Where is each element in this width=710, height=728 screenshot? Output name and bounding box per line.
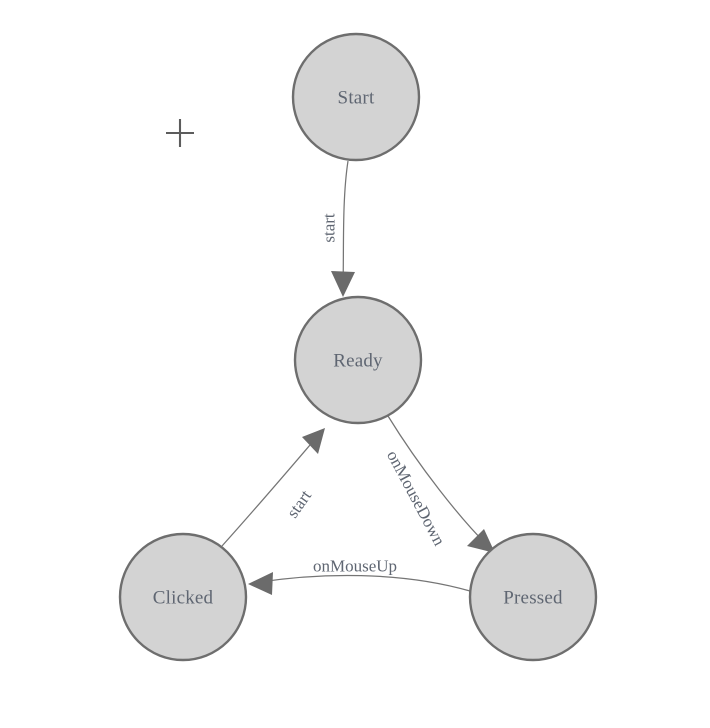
node-label: Start [338, 88, 375, 109]
node-start[interactable]: Start [291, 32, 421, 162]
edge-ready-to-pressed[interactable]: onMouseDown [383, 415, 495, 553]
crosshair-icon[interactable] [166, 119, 194, 147]
node-shape[interactable] [293, 295, 423, 425]
edge-label-onmousedown: onMouseDown [383, 447, 449, 549]
arrowhead-icon [302, 428, 325, 454]
node-ready[interactable]: Ready [293, 295, 423, 425]
nodes-layer: Start Ready Clicked Pressed [118, 32, 598, 662]
edge-start-to-ready[interactable]: start [320, 160, 356, 297]
node-clicked[interactable]: Clicked [118, 532, 248, 662]
edge-path [221, 437, 317, 547]
edge-label-onmouseup: onMouseUp [313, 557, 397, 576]
node-label: Ready [333, 351, 383, 372]
arrowhead-icon [467, 529, 495, 553]
edge-path [259, 574, 471, 592]
edge-label-start-return: start [283, 486, 316, 521]
node-label: Pressed [503, 588, 563, 609]
edge-path [342, 160, 349, 287]
edge-pressed-to-clicked[interactable]: onMouseUp [248, 557, 471, 596]
node-shape[interactable] [291, 32, 421, 162]
edge-path [387, 415, 488, 546]
node-label: Clicked [153, 588, 214, 609]
arrowhead-icon [331, 271, 355, 297]
node-shape[interactable] [118, 532, 248, 662]
node-shape[interactable] [468, 532, 598, 662]
edge-label-start: start [320, 213, 339, 243]
node-pressed[interactable]: Pressed [468, 532, 598, 662]
edge-clicked-to-ready[interactable]: start [221, 428, 325, 547]
arrowhead-icon [248, 572, 273, 595]
